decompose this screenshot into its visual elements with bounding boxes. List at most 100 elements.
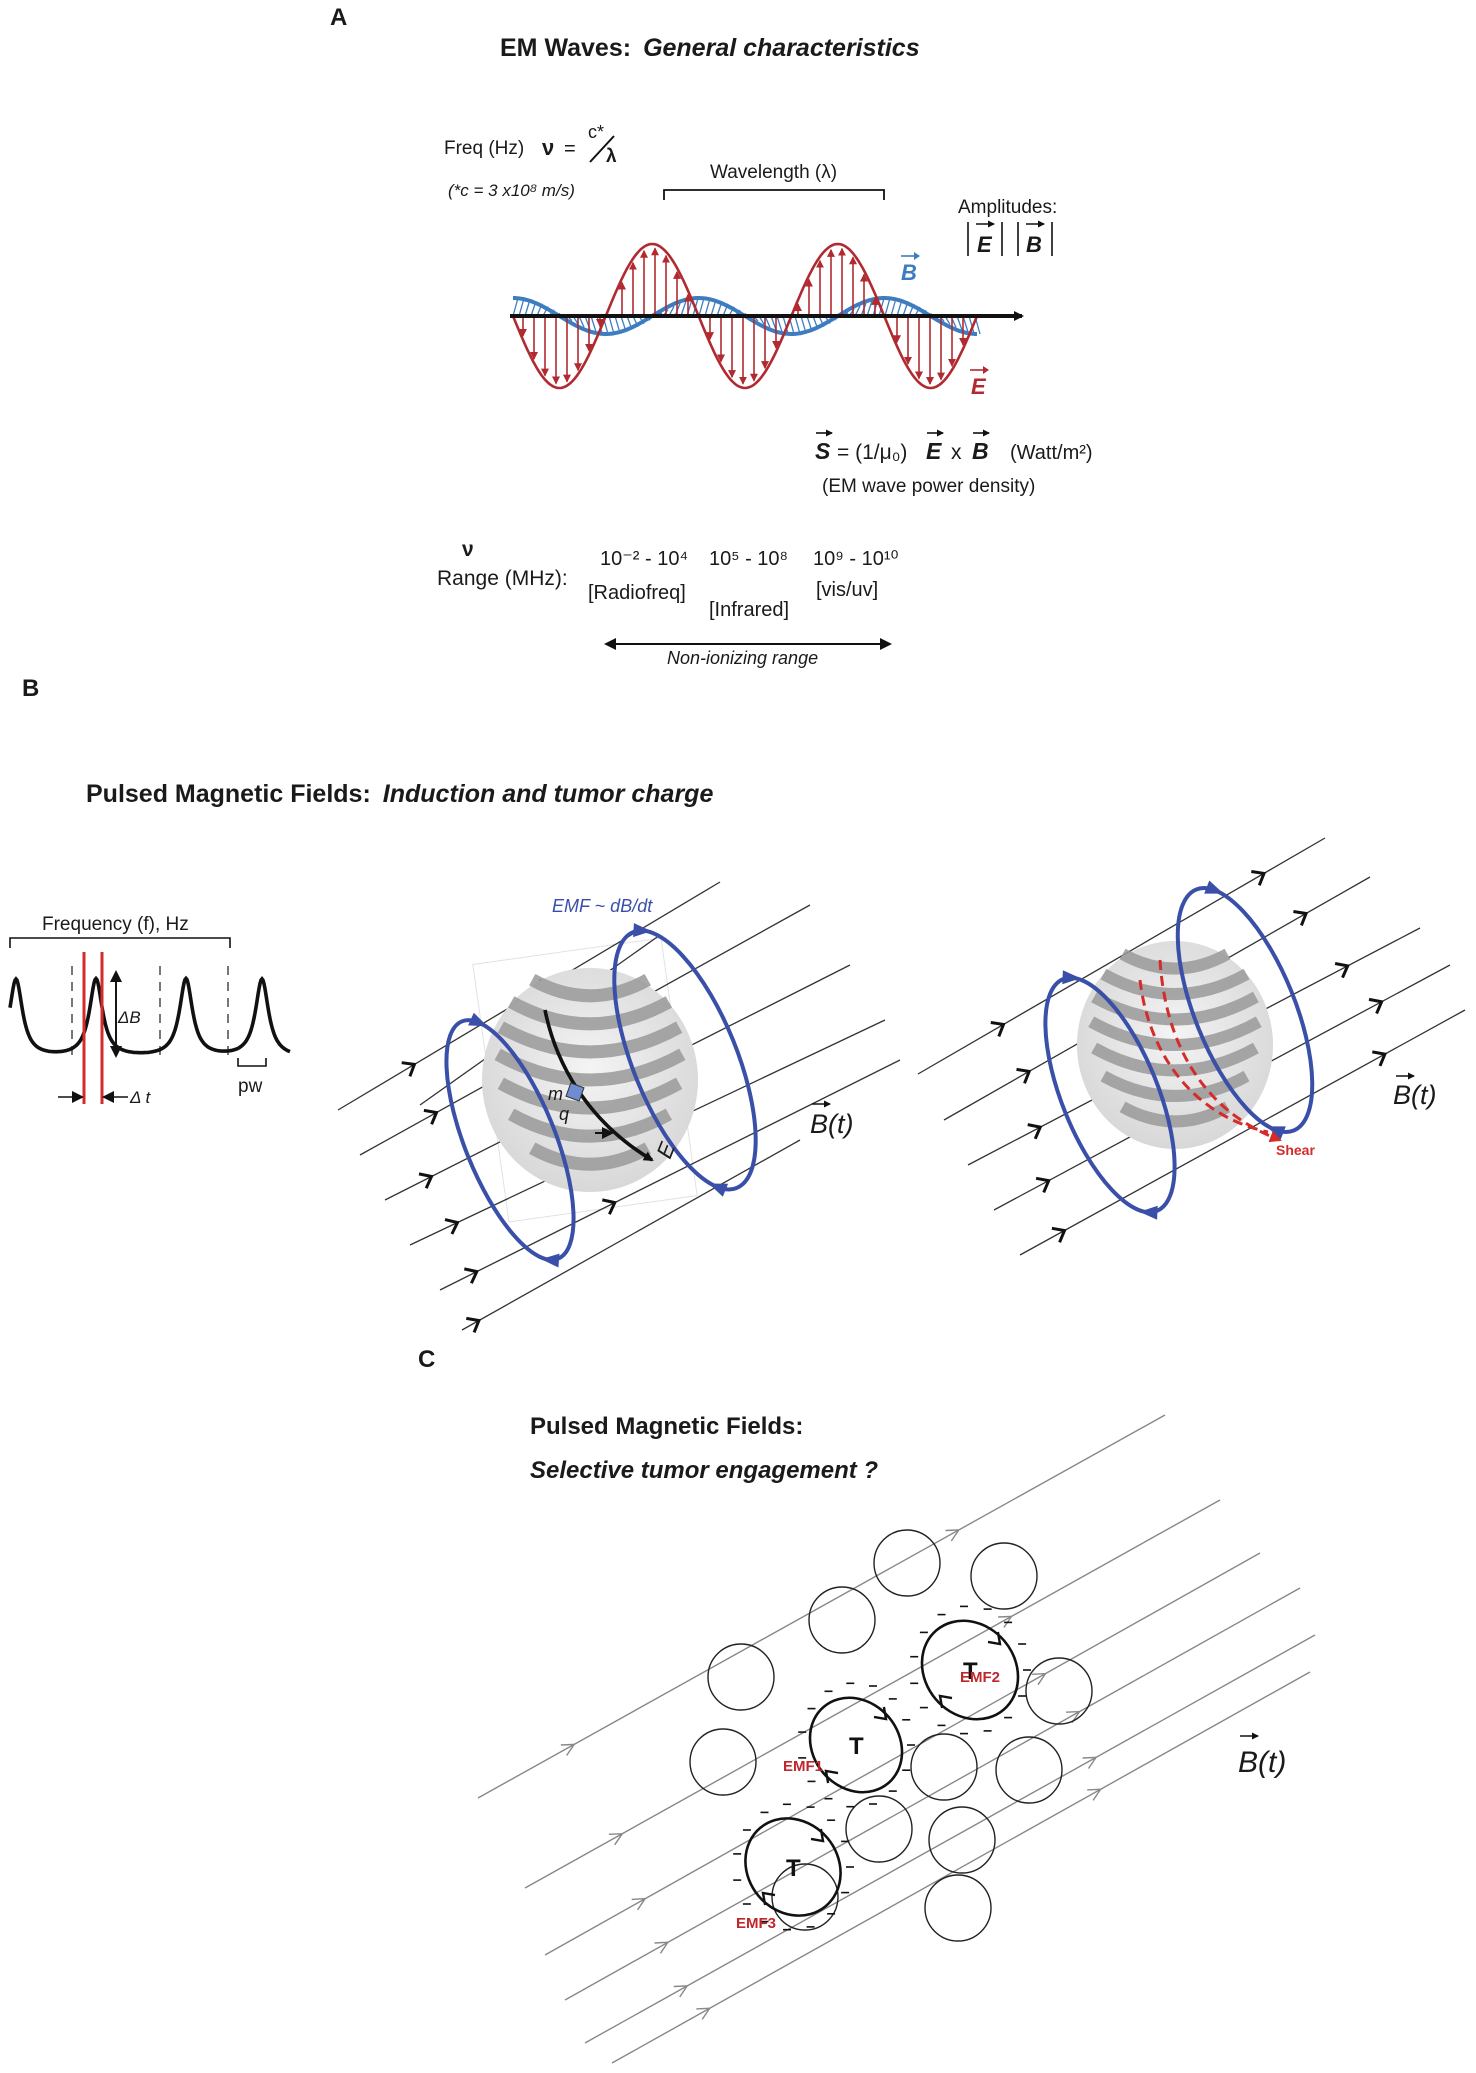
sphere-stripe xyxy=(507,996,673,1031)
field-chevron xyxy=(1066,1710,1081,1724)
sphere-stripe xyxy=(1100,968,1250,1000)
amplitudes-label: Amplitudes: xyxy=(958,197,1057,218)
svg-text:x: x xyxy=(951,441,962,464)
field-chevron xyxy=(945,1529,961,1542)
loop-arrowhead xyxy=(1062,970,1081,985)
field-chevron xyxy=(631,1897,647,1911)
field-chevron xyxy=(1087,1788,1102,1801)
normal-cell xyxy=(771,1863,839,1931)
panel-c-subtitle: Selective tumor engagement ? xyxy=(530,1457,878,1484)
loop-arrowhead xyxy=(633,923,652,938)
loop-arrowhead xyxy=(1204,880,1224,894)
frequency-bracket xyxy=(9,937,231,948)
non-ionizing-label: Non-ionizing range xyxy=(667,648,818,668)
amplitude-b: B xyxy=(1017,220,1053,257)
emf-loop xyxy=(1175,886,1315,1134)
sphere-stripe xyxy=(507,1108,673,1143)
field-chevron xyxy=(423,1108,439,1125)
field-line xyxy=(461,1139,801,1331)
normal-cell xyxy=(808,1586,876,1654)
svg-text:E: E xyxy=(971,374,987,399)
b-hatch-line xyxy=(590,315,597,332)
field-chevron xyxy=(673,1985,689,1998)
range-infrared-name: [Infrared] xyxy=(709,599,789,621)
field-chevron xyxy=(444,1218,460,1235)
b-hatch-line xyxy=(968,315,975,334)
normal-cell xyxy=(689,1728,757,1796)
pw-bracket xyxy=(237,1058,267,1067)
field-chevron xyxy=(601,1198,617,1215)
field-chevron xyxy=(1035,1176,1051,1193)
frequency-label: Frequency (f), Hz xyxy=(42,914,189,935)
tumor-label: T xyxy=(963,1658,978,1685)
field-chevron xyxy=(1293,910,1309,926)
tumor-sphere-left xyxy=(482,968,698,1192)
delta-b-label: ΔB xyxy=(117,1008,141,1027)
normal-cell xyxy=(924,1874,992,1942)
tumor-boundary xyxy=(808,1696,904,1794)
range-radiofreq-value: 10⁻² - 10⁴ xyxy=(600,548,688,570)
field-chevron xyxy=(1051,1226,1067,1243)
induction-diagram: m q E EMF ~ dB/dt B(t) xyxy=(337,881,901,1333)
charge-particle xyxy=(565,1082,585,1102)
field-chevron xyxy=(418,1172,434,1189)
field-chevron xyxy=(401,1061,417,1077)
m-label: m xyxy=(548,1084,563,1104)
field-chevron xyxy=(1027,1123,1043,1140)
range-visuv-name: [vis/uv] xyxy=(816,579,878,601)
field-chevron xyxy=(1082,1756,1098,1769)
range-infrared-value: 10⁵ - 10⁸ xyxy=(709,548,788,570)
field-lines-c xyxy=(477,1414,1316,2064)
svg-text:B: B xyxy=(972,438,989,464)
shear-path-2 xyxy=(1138,979,1269,1134)
emf3-label: EMF3 xyxy=(736,1915,776,1932)
em-wave xyxy=(510,242,1024,390)
tumor-boundary xyxy=(920,1619,1020,1721)
tumor-cell: T xyxy=(733,1803,854,1931)
b-vector-label: B xyxy=(901,252,920,285)
field-line xyxy=(1019,1009,1466,1256)
b-hatch-line xyxy=(698,297,705,317)
field-chevron xyxy=(1251,870,1267,886)
tumor-emf-arrow xyxy=(824,1769,839,1784)
field-chevron xyxy=(1368,997,1384,1015)
b-hatch-line xyxy=(884,297,891,317)
tumor-label: T xyxy=(786,1855,801,1882)
field-chevron xyxy=(998,1615,1013,1628)
sphere-stripe xyxy=(1119,948,1231,975)
emf-label: EMF ~ dB/dt xyxy=(552,896,653,916)
shear-label: Shear xyxy=(1276,1142,1315,1158)
panel-b-title: Pulsed Magnetic Fields:Induction and tum… xyxy=(86,780,713,808)
range-radiofreq-name: [Radiofreq] xyxy=(588,582,686,604)
b-hatch-line xyxy=(794,315,801,335)
svg-text:E: E xyxy=(926,438,942,464)
b-hatch-line xyxy=(866,300,873,317)
panel-a-title: EM Waves:General characteristics xyxy=(500,34,920,62)
normal-cell xyxy=(970,1542,1038,1610)
tumor-emf-arrow xyxy=(761,1891,776,1906)
field-chevron xyxy=(463,1267,479,1284)
freq-label: Freq (Hz) xyxy=(444,138,524,159)
tumor-cell: T xyxy=(910,1605,1031,1735)
emf-loop xyxy=(612,928,758,1192)
sphere-stripe xyxy=(529,1142,651,1171)
pw-label: pw xyxy=(238,1076,263,1097)
field-chevron xyxy=(696,2007,712,2020)
field-chevron xyxy=(1032,1672,1047,1686)
b-hatch-line xyxy=(782,315,789,334)
sphere-stripe xyxy=(1100,1070,1250,1102)
lambda-denominator: λ xyxy=(606,146,617,167)
field-line xyxy=(584,1634,1316,2044)
amplitude-e: E xyxy=(967,220,1003,257)
pulse-train xyxy=(8,975,291,1055)
emf-loops-left xyxy=(444,923,758,1268)
equals-sign: = xyxy=(564,138,576,160)
range-label: Range (MHz): xyxy=(437,567,568,590)
tumor-sphere-right xyxy=(1077,941,1273,1149)
normal-cell xyxy=(928,1806,996,1874)
wavelength-label: Wavelength (λ) xyxy=(710,162,837,183)
panel-a-letter: A xyxy=(330,4,347,31)
poynting-caption: (EM wave power density) xyxy=(822,476,1035,497)
shear-diagram: Shear B(t) xyxy=(917,837,1466,1256)
